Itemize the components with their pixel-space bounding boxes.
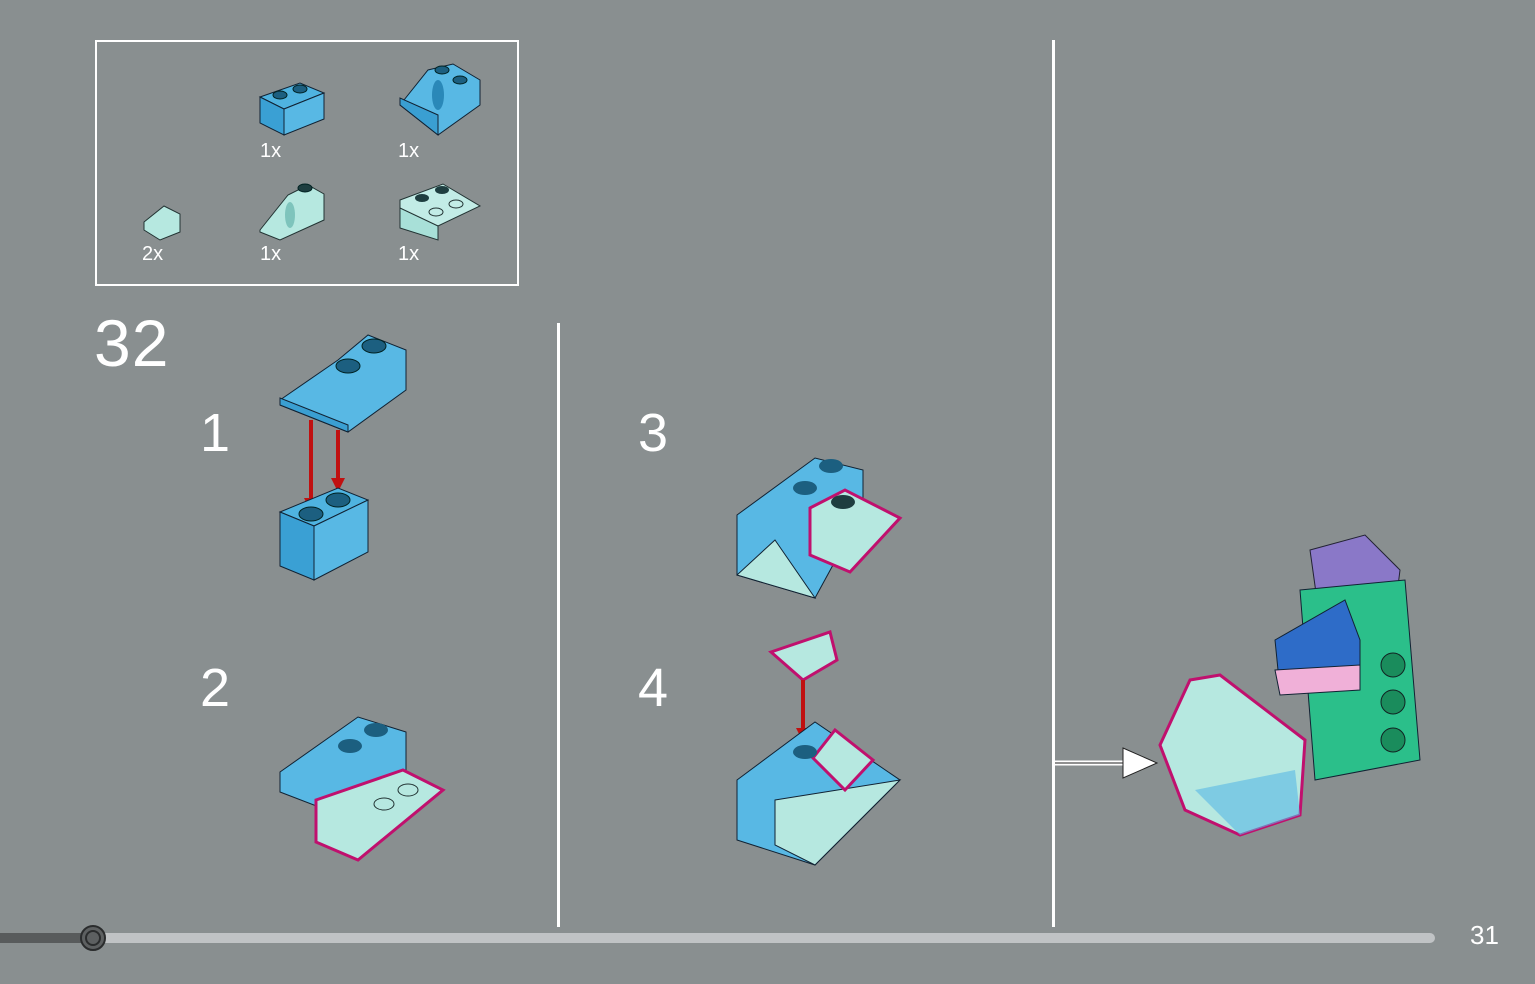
part-qty: 1x — [260, 140, 282, 162]
part-slope-1x2-aqua — [259, 183, 325, 241]
page-number: 31 — [1470, 920, 1499, 950]
substep-4-illustration — [736, 630, 902, 866]
divider — [557, 323, 560, 927]
step-number: 32 — [94, 306, 170, 380]
part-qty: 1x — [398, 140, 420, 162]
substep-number-4: 4 — [638, 658, 669, 718]
part-inverted-slope-aqua — [399, 183, 482, 241]
substep-1-illustration — [278, 334, 407, 581]
slider-handle[interactable] — [80, 925, 107, 951]
page-progress-slider[interactable] — [0, 933, 1435, 943]
part-qty: 1x — [398, 243, 420, 265]
divider — [1052, 40, 1055, 927]
substep-number-1: 1 — [200, 403, 231, 463]
part-slope-blue — [399, 63, 481, 137]
page-progress-fill — [0, 933, 94, 943]
substep-3-illustration — [736, 457, 903, 599]
part-qty: 2x — [142, 243, 164, 265]
substep-number-2: 2 — [200, 658, 231, 718]
parts-list-box — [95, 40, 519, 286]
part-brick-blue — [258, 82, 326, 136]
substep-2-illustration — [279, 716, 446, 862]
part-qty: 1x — [260, 243, 282, 265]
part-slope-1x1-aqua — [143, 205, 181, 241]
assembled-model-illustration — [1055, 534, 1421, 837]
substep-number-3: 3 — [638, 403, 669, 463]
